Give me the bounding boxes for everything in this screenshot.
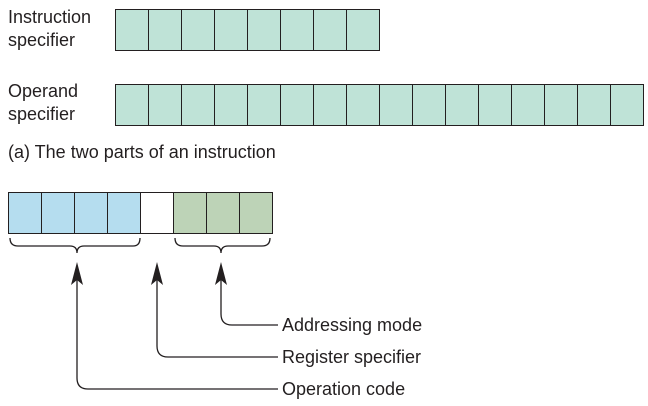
operand-specifier-boxes [115, 84, 644, 126]
instruction-specifier-cell [248, 9, 281, 51]
instruction-specifier-cell [149, 9, 182, 51]
addressing-mode-cell [174, 192, 207, 234]
operand-specifier-cell [413, 84, 446, 126]
register-specifier-label: Register specifier [282, 347, 422, 367]
operand-specifier-cell [281, 84, 314, 126]
operand-specifier-cell [347, 84, 380, 126]
operand-specifier-cell [479, 84, 512, 126]
opcode-arrowhead [71, 262, 83, 285]
operand-specifier-cell [149, 84, 182, 126]
operand-specifier-cell [545, 84, 578, 126]
operand-specifier-label-line2: specifier [8, 104, 76, 124]
opcode-cell [9, 192, 42, 234]
operand-specifier-cell [215, 84, 248, 126]
mode-bracket [174, 237, 271, 254]
operand-specifier-cell [116, 84, 149, 126]
opcode-leader-line [76, 280, 278, 390]
instruction-specifier-cell [314, 9, 347, 51]
instruction-specifier-label-line2: specifier [8, 30, 76, 50]
operand-specifier-cell [314, 84, 347, 126]
opcode-cell [75, 192, 108, 234]
opcode-cell [108, 192, 141, 234]
operand-specifier-cell [611, 84, 644, 126]
operand-specifier-cell [248, 84, 281, 126]
operand-specifier-cell [512, 84, 545, 126]
opcode-bracket [9, 237, 141, 254]
instruction-specifier-cell [182, 9, 215, 51]
instruction-format-boxes [8, 192, 273, 234]
addressing-mode-cell [207, 192, 240, 234]
operation-code-label: Operation code [282, 379, 406, 399]
operand-specifier-cell [380, 84, 413, 126]
instruction-specifier-cell [215, 9, 248, 51]
instruction-specifier-cell [347, 9, 380, 51]
register-specifier-cell [141, 192, 174, 234]
operand-specifier-label-line1: Operand [8, 81, 79, 101]
instruction-specifier-boxes [115, 9, 380, 51]
mode-leader-line [220, 280, 278, 326]
instruction-specifier-label-line1: Instruction [8, 7, 92, 27]
operand-specifier-cell [182, 84, 215, 126]
addressing-mode-label: Addressing mode [282, 315, 423, 335]
instruction-specifier-cell [281, 9, 314, 51]
operand-specifier-cell [578, 84, 611, 126]
caption-a: (a) The two parts of an instruction [8, 142, 276, 162]
instruction-specifier-cell [116, 9, 149, 51]
instruction-specifier-label: Instruction specifier [8, 6, 91, 52]
addressing-mode-cell [240, 192, 273, 234]
mode-arrowhead [215, 262, 227, 285]
operand-specifier-cell [446, 84, 479, 126]
register-leader-line [156, 280, 278, 358]
operand-specifier-label: Operand specifier [8, 80, 78, 126]
opcode-cell [42, 192, 75, 234]
register-arrowhead [151, 262, 163, 285]
